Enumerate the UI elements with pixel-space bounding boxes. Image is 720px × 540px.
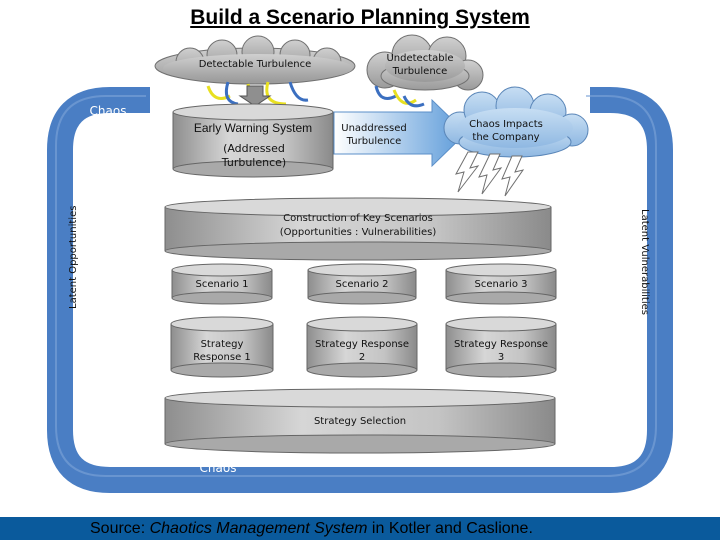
construction-cylinder: [164, 197, 552, 261]
scenario-2-label: Scenario 2: [335, 279, 389, 290]
scenario-1-label: Scenario 1: [195, 279, 249, 290]
selection-label: Strategy Selection: [313, 416, 407, 427]
response-cylinders: [170, 316, 557, 378]
chaos-impacts-label: Chaos Impacts the Company: [469, 119, 543, 143]
chaos-top-label: Chaos: [89, 104, 127, 118]
response-3-label: Strategy Response 3: [453, 339, 549, 363]
early-warning-label: Early Warning System: [193, 121, 313, 135]
unaddressed-label: Unaddressed Turbulence: [341, 123, 407, 147]
scenario-cylinders: [171, 263, 557, 305]
source-title: Chaotics Management System: [149, 520, 368, 537]
lightning-bolts: [455, 151, 525, 197]
construction-sub-label: (Opportunities : Vulnerabilities): [279, 227, 437, 238]
chaos-bottom-label: Chaos: [199, 461, 237, 475]
addressed-label: (Addressed Turbulence): [221, 142, 287, 169]
selection-cylinder: [164, 388, 556, 454]
construction-label: Construction of Key Scenarios: [283, 213, 433, 224]
scenario-3-label: Scenario 3: [474, 279, 528, 290]
source-caption: Source: Chaotics Management System in Ko…: [90, 520, 533, 538]
latent-opportunities-label: Latent Opportunities: [68, 205, 79, 309]
detectable-label: Detectable Turbulence: [198, 59, 312, 70]
undetectable-turbulence-cloud: [366, 34, 484, 91]
chaos-impacts-cloud: [443, 86, 589, 158]
detectable-turbulence-cloud: [154, 35, 356, 85]
latent-vulnerabilities-label: Latent Vulnerabilities: [639, 209, 650, 315]
response-2-label: Strategy Response 2: [314, 339, 410, 363]
source-suffix: in Kotler and Caslione.: [367, 520, 533, 537]
early-warning-cylinder: [172, 103, 334, 178]
page-title: Build a Scenario Planning System: [190, 6, 530, 29]
response-1-label: Strategy Response 1: [193, 339, 251, 363]
source-prefix: Source:: [90, 520, 150, 537]
undetectable-label: Undetectable Turbulence: [386, 53, 454, 77]
footer-bar: [0, 517, 720, 540]
down-arrow: [238, 85, 272, 107]
chaos-loop: [47, 87, 673, 493]
unaddressed-arrow: [333, 98, 467, 168]
